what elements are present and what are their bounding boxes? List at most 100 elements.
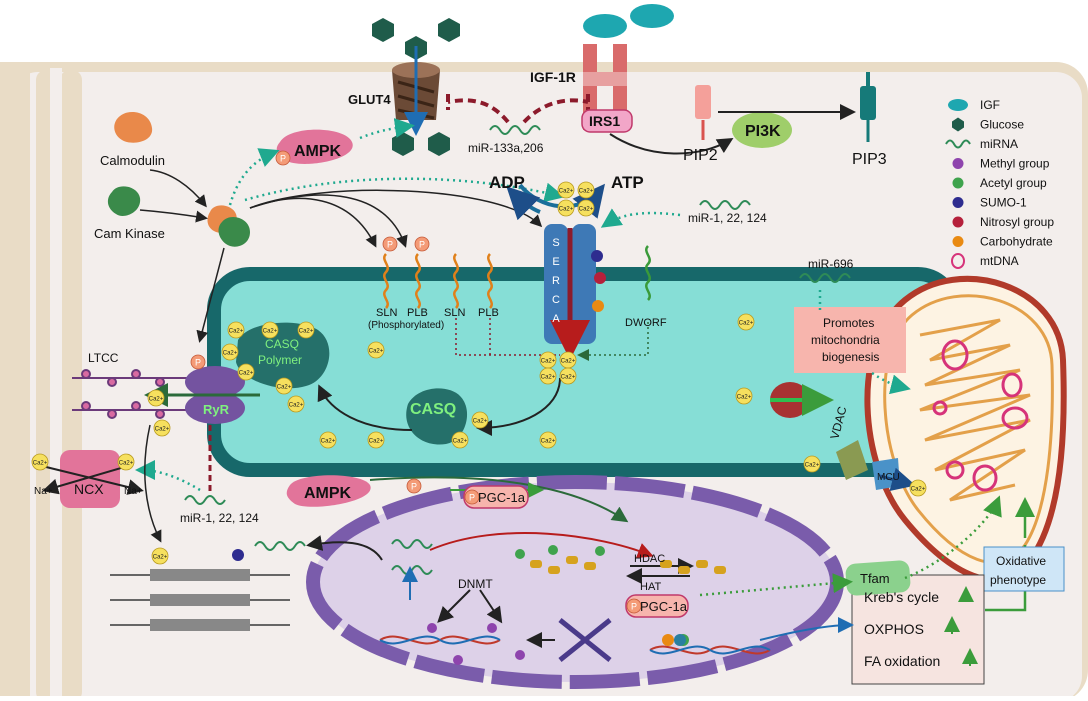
calcium-label: Ca2+	[369, 439, 384, 445]
glut4-transporter	[392, 62, 440, 120]
phosphate-mark: P	[275, 150, 291, 166]
calcium-ion: Ca2+	[367, 431, 385, 449]
irs1-to-pi3k-arrow	[609, 133, 734, 155]
calcium-ion: Ca2+	[147, 389, 165, 407]
calcium-ion: Ca2+	[287, 395, 305, 413]
mcu-label: MCU	[877, 472, 900, 483]
legend-label: Glucose	[980, 118, 1024, 132]
calcium-label: Ca2+	[541, 375, 556, 381]
calcium-ion: Ca2+	[117, 453, 135, 471]
calcium-ion: Ca2+	[297, 321, 315, 339]
mtdna-rings	[932, 339, 1029, 492]
calcium-ion: Ca2+	[539, 431, 557, 449]
calmodulin-label: Calmodulin	[100, 153, 165, 168]
nucleus	[306, 475, 844, 689]
calcium-label: Ca2+	[911, 487, 926, 493]
group-dot-icon	[952, 197, 964, 208]
calcium-label: Ca2+	[805, 463, 820, 469]
irs1-box	[581, 109, 633, 133]
methyl-groups	[427, 623, 525, 665]
atp-label: ATP	[611, 173, 644, 192]
pgc1a-top-box	[463, 485, 529, 509]
group-dot-icon	[952, 236, 964, 247]
igf-icon	[948, 99, 968, 111]
calcium-ion: Ca2+	[451, 431, 469, 449]
pgc1a-nuclear-label: PGC-1a	[640, 599, 688, 614]
phosphate-label: P	[469, 493, 475, 503]
plb-p-label: PLB	[407, 307, 428, 319]
legend-label: Acetyl group	[980, 176, 1047, 190]
cam-kinase-label: Cam Kinase	[94, 226, 165, 241]
mir133-label: miR-133a,206	[468, 141, 544, 155]
calcium-label: Ca2+	[299, 329, 314, 335]
calcium-label: Ca2+	[153, 555, 168, 561]
serca-letter: R	[552, 275, 560, 287]
promotes-label-3: biogenesis	[822, 350, 879, 364]
pgc1a-bound-factors	[662, 634, 686, 646]
ryr-label: RyR	[203, 402, 230, 417]
legend-label: SUMO-1	[980, 196, 1027, 210]
tfam-label: Tfam	[860, 571, 890, 586]
chromatin	[530, 556, 726, 574]
promotes-biogenesis-box	[794, 307, 906, 373]
calcium-label: Ca2+	[223, 351, 238, 357]
calcium-label: Ca2+	[155, 427, 170, 433]
legend-item: miRNA	[945, 137, 1018, 151]
tfam-box	[845, 560, 911, 596]
cam-kinase-complex	[218, 217, 250, 247]
serca-letter: C	[552, 294, 560, 306]
calcium-ion: Ca2+	[539, 351, 557, 369]
pi3k-label: PI3K	[745, 123, 781, 140]
cam-kinase-blob	[107, 186, 141, 217]
pip2-label: PIP2	[683, 147, 718, 164]
ampk-top-blob	[276, 129, 353, 164]
mir1-bottom-label: miR-1, 22, 124	[180, 511, 259, 525]
calcium-ion: Ca2+	[909, 479, 927, 497]
irs1-label: IRS1	[589, 113, 620, 129]
phospholamban-helices	[383, 245, 651, 309]
calcium-ion: Ca2+	[261, 321, 279, 339]
group-dot-icon	[952, 216, 964, 228]
serca-letter: A	[552, 313, 560, 325]
glut4-label: GLUT4	[348, 92, 391, 107]
calcium-label: Ca2+	[559, 189, 574, 195]
calcium-label: Ca2+	[453, 439, 468, 445]
calcium-label: Ca2+	[541, 359, 556, 365]
calcium-label: Ca2+	[321, 439, 336, 445]
phosphate-label: P	[631, 602, 637, 612]
phosphate-mark: P	[626, 598, 642, 614]
adp-label: ADP	[489, 173, 525, 192]
serca-letter: S	[552, 237, 559, 249]
calcium-label: Ca2+	[737, 395, 752, 401]
calcium-ion: Ca2+	[539, 367, 557, 385]
calcium-label: Ca2+	[239, 371, 254, 377]
phosphate-mark: P	[464, 489, 480, 505]
calcium-ions: Ca2+ Ca2+ Ca2+ Ca2+ Ca2+ Ca2+ Ca2+ Ca2+ Ca2+ Ca2+…	[31, 181, 927, 565]
mtdna-icon	[951, 253, 965, 269]
serca-letter: E	[552, 256, 559, 268]
ampk-top-label: AMPK	[294, 143, 342, 160]
legend-item: Methyl group	[952, 157, 1050, 171]
ryr-channel	[144, 366, 260, 424]
mirna-icon	[945, 139, 971, 149]
legend-label: IGF	[980, 98, 1000, 112]
promotes-label-2: mitochondria	[811, 333, 880, 347]
hat-label: HAT	[640, 581, 661, 593]
calcium-label: Ca2+	[561, 375, 576, 381]
ltcc-label: LTCC	[88, 351, 119, 365]
pip3-label: PIP3	[852, 151, 887, 168]
legend-item: Glucose	[952, 117, 1024, 132]
calcium-label: Ca2+	[263, 329, 278, 335]
calcium-label: Ca2+	[289, 403, 304, 409]
legend-item: SUMO-1	[952, 196, 1027, 210]
legend-label: Methyl group	[980, 157, 1050, 171]
legend-label: mtDNA	[980, 254, 1019, 268]
calcium-ion: Ca2+	[559, 367, 577, 385]
calcium-ion: Ca2+	[227, 321, 245, 339]
calcium-label: Ca2+	[119, 461, 134, 467]
ampk-bottom-blob	[286, 475, 371, 507]
calcium-label: Ca2+	[561, 359, 576, 365]
